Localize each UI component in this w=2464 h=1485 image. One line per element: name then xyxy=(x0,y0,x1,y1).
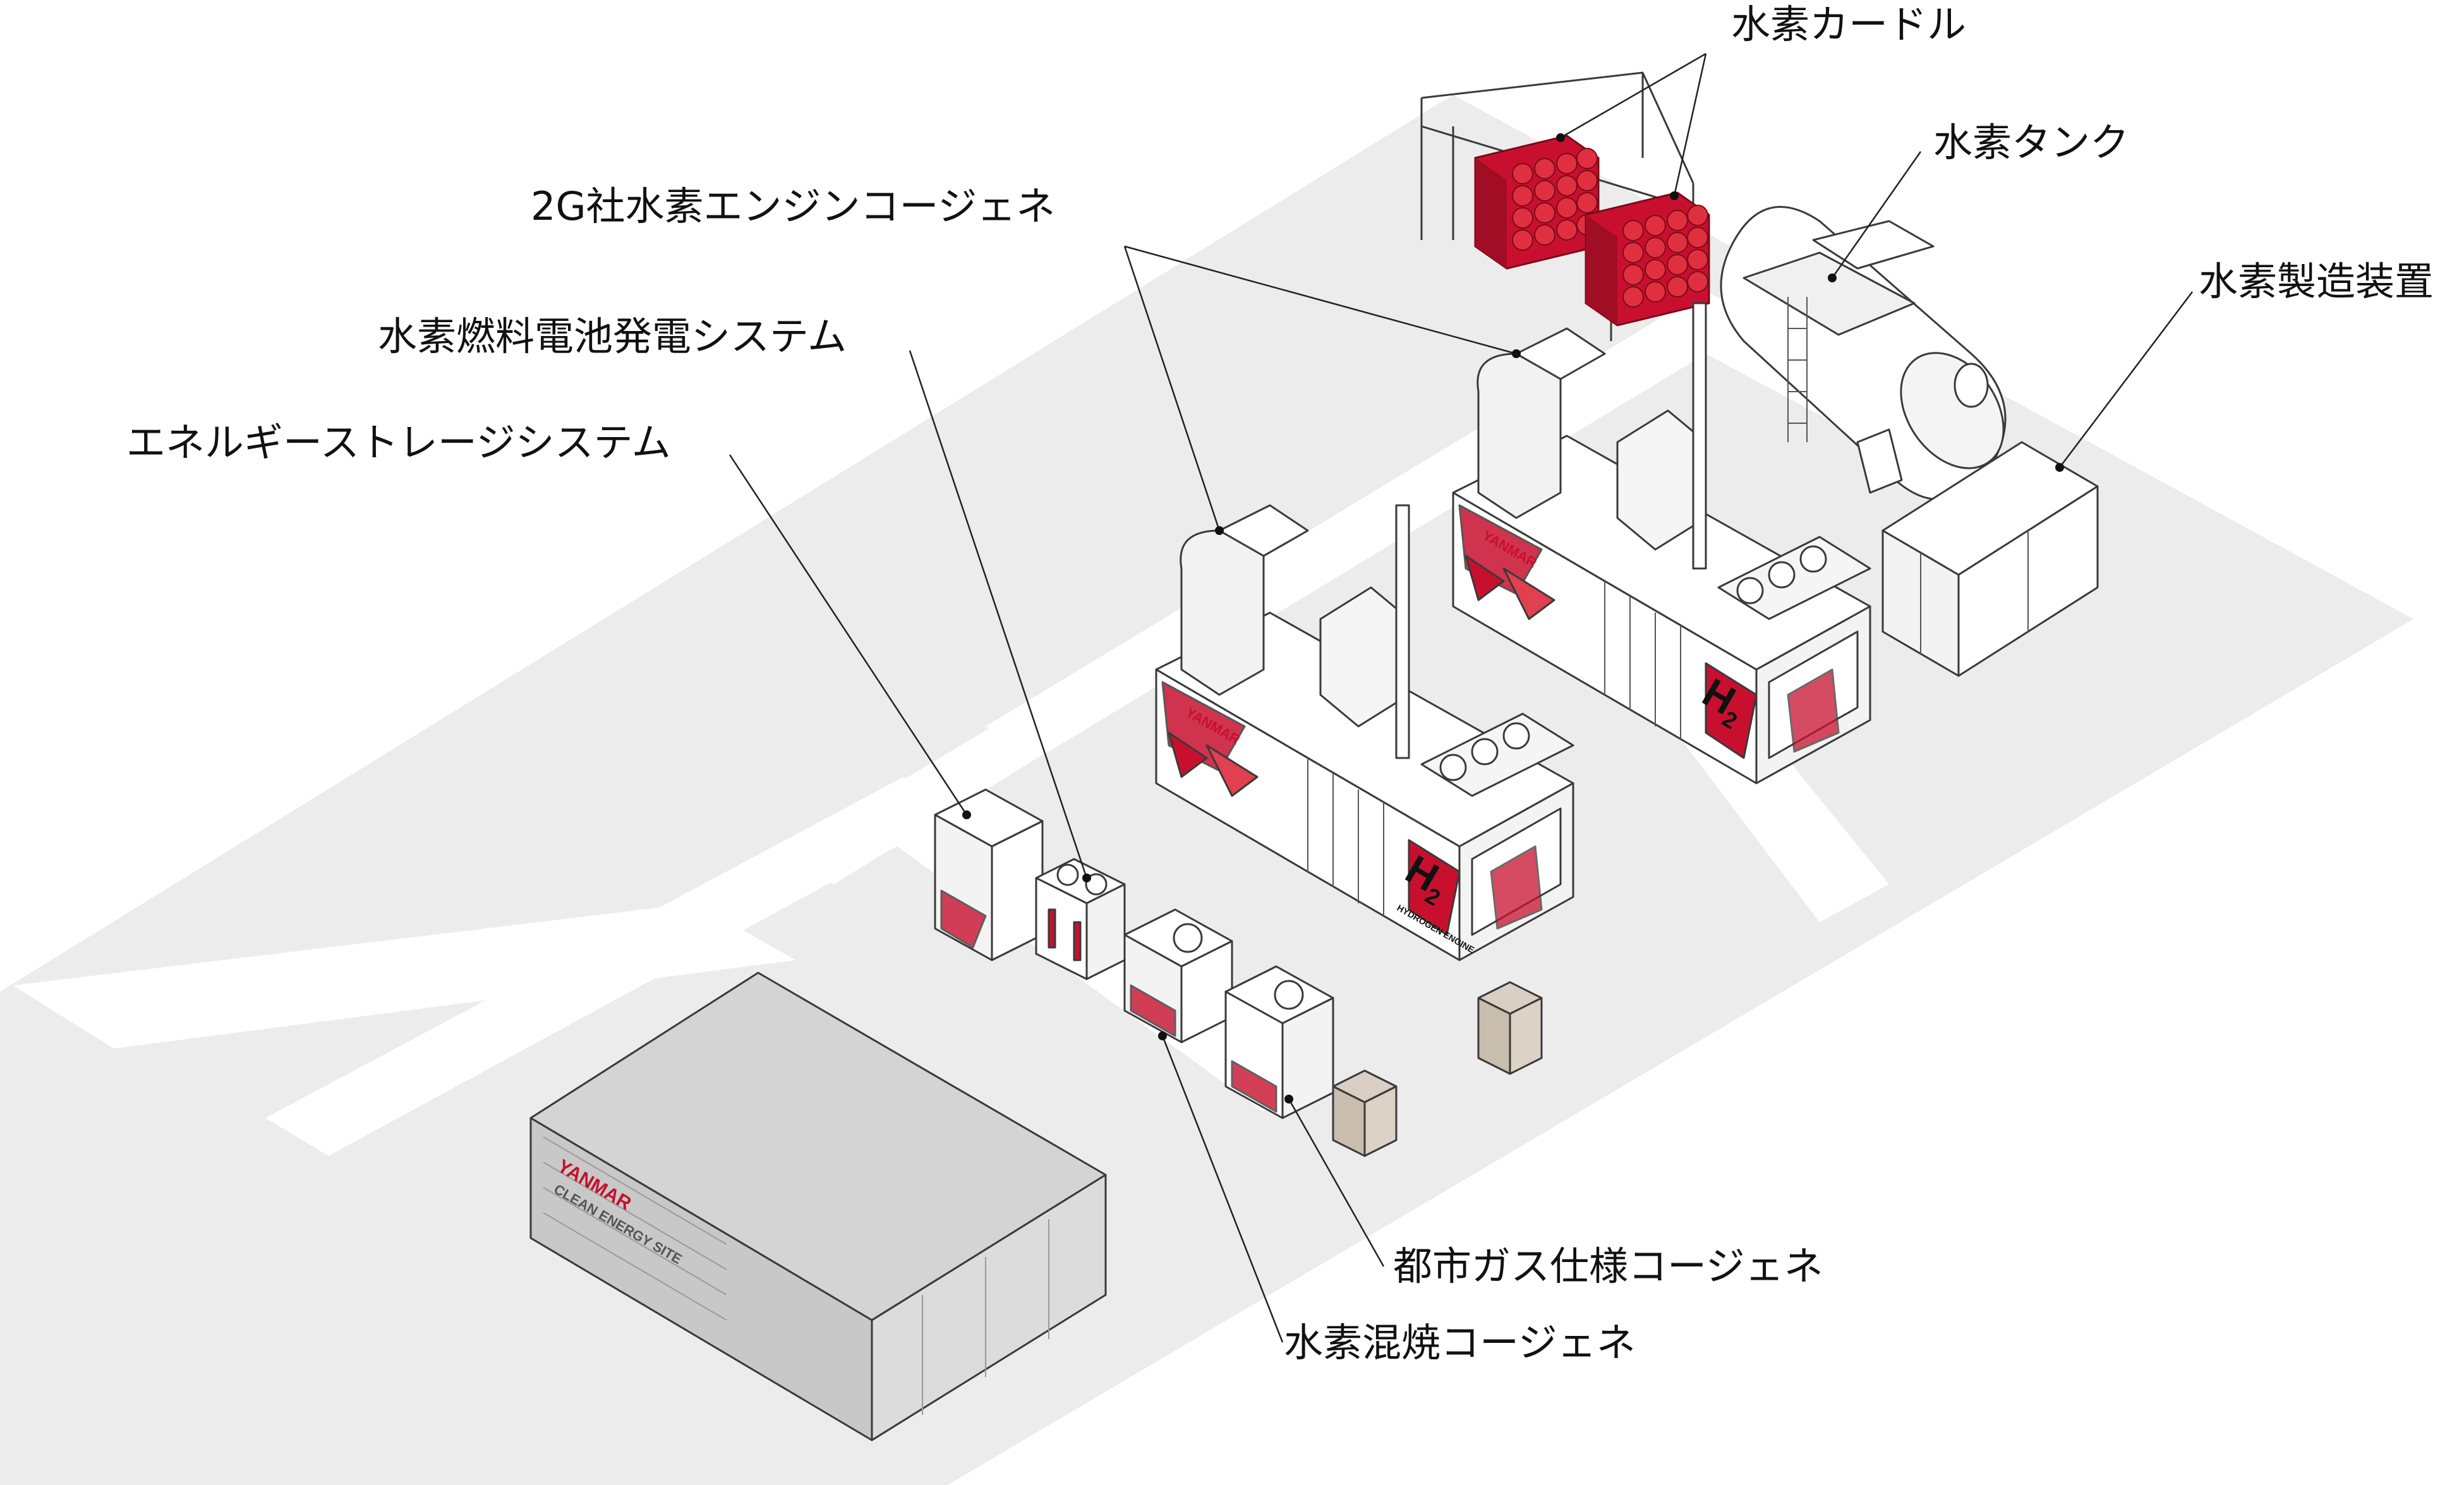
front-stripes xyxy=(1307,758,1384,916)
city-gas-cogen-cabinet xyxy=(1224,965,1334,1119)
callout-leaders xyxy=(728,52,2193,1343)
leader-fuel-cell xyxy=(909,350,1091,882)
leader-mixed xyxy=(1158,1031,1284,1343)
ess-cabinet xyxy=(934,788,1044,961)
clean-energy-building xyxy=(529,971,1107,1441)
engine-container-front xyxy=(1155,504,1574,961)
label-energy-storage-system: エネルギーストレージシステム xyxy=(126,419,671,466)
leader-tank xyxy=(1828,151,1922,282)
cabinet-row xyxy=(934,788,1543,1157)
label-hydrogen-mixed-cogen: 水素混焼コージェネ xyxy=(1284,1320,1636,1366)
leader-production xyxy=(2055,291,2193,472)
label-fuel-cell-system: 水素燃料電池発電システム xyxy=(378,313,847,359)
engine-container-rear xyxy=(1452,302,1871,785)
walkway-5 xyxy=(1485,1175,1674,1282)
label-hydrogen-cradle: 水素カードル xyxy=(1731,1,1967,47)
label-2g-hydrogen-engine: 2G社水素エンジンコージェネ xyxy=(531,183,1056,229)
leader-2g xyxy=(1123,245,1521,535)
leader-cradle xyxy=(1556,52,1707,200)
electrical-box xyxy=(1477,981,1543,1075)
leader-city-gas xyxy=(1284,1095,1385,1267)
label-city-gas-cogen: 都市ガス仕様コージェネ xyxy=(1393,1243,1823,1289)
mixed-cogen-cabinet xyxy=(1123,908,1233,1043)
leader-ess xyxy=(728,454,971,819)
fuel-cell-cabinet xyxy=(1035,858,1126,980)
hydrogen-production-unit xyxy=(1881,441,2099,677)
control-panel xyxy=(1332,1069,1398,1157)
rear-stripes xyxy=(1604,581,1681,739)
label-hydrogen-production: 水素製造装置 xyxy=(2199,258,2434,304)
label-hydrogen-tank: 水素タンク xyxy=(1933,119,2130,165)
cylinder-bundle-right xyxy=(1585,191,1710,327)
cylinder-bundle-left xyxy=(1474,135,1600,270)
building-louvers xyxy=(543,1136,1049,1415)
hydrogen-cradle-group xyxy=(1420,71,1710,341)
